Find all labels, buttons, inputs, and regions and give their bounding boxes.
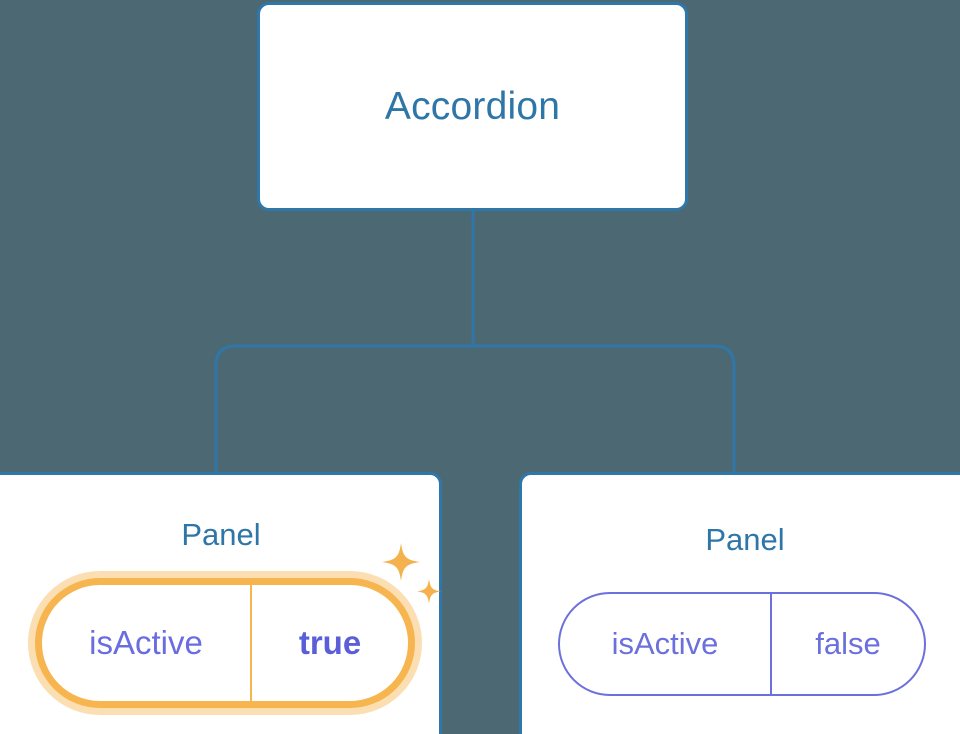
node-title-accordion: Accordion xyxy=(384,84,561,128)
prop-key-isactive: isActive xyxy=(560,594,772,694)
connector-branch-bar xyxy=(214,344,736,472)
node-card-accordion[interactable]: Accordion xyxy=(257,2,688,211)
sparkle-small-icon xyxy=(417,579,441,604)
prop-pill-isactive-true[interactable]: isActive true xyxy=(35,578,415,708)
node-title-panel-inactive: Panel xyxy=(705,522,785,557)
prop-key-isactive: isActive xyxy=(42,585,252,701)
prop-value-false: false xyxy=(815,626,881,661)
node-title-panel-active: Panel xyxy=(181,517,261,552)
prop-pill-isactive-false[interactable]: isActive false xyxy=(558,592,926,696)
prop-value-true: true xyxy=(298,624,362,661)
node-card-panel-inactive[interactable]: Panel isActive false xyxy=(519,472,960,734)
node-card-panel-active[interactable]: Panel isActive true xyxy=(0,472,442,734)
